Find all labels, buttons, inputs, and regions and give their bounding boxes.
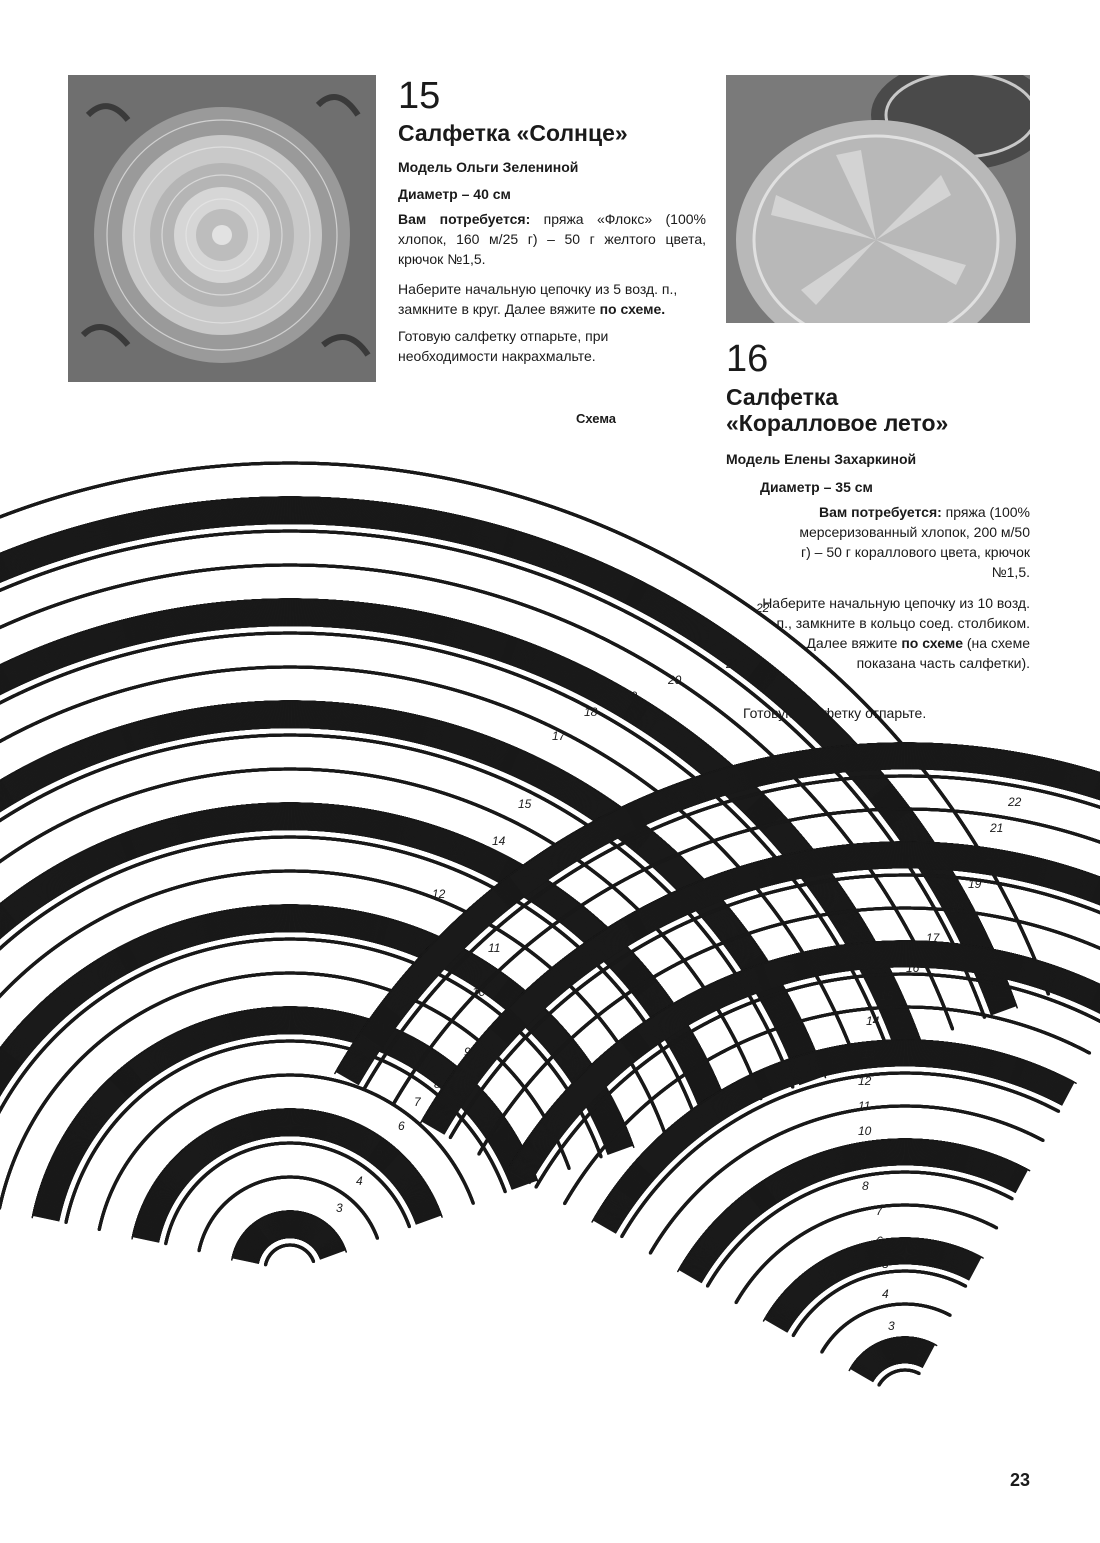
row-number: 2 bbox=[887, 1351, 895, 1365]
row-number: 9 bbox=[860, 1149, 867, 1163]
row-number: 11 bbox=[858, 1099, 870, 1113]
chart15-row bbox=[232, 1211, 347, 1263]
row-number: 14 bbox=[492, 834, 506, 848]
row-number: 5 bbox=[882, 1257, 889, 1271]
row-number: 3 bbox=[336, 1201, 343, 1215]
row-number: 22 bbox=[755, 601, 770, 615]
row-number: 8 bbox=[434, 1077, 441, 1091]
row-number: 12 bbox=[858, 1074, 872, 1088]
row-number: 6 bbox=[876, 1234, 883, 1248]
row-number: 3 bbox=[888, 1319, 895, 1333]
row-number: 16 bbox=[906, 961, 920, 975]
row-number: 20 bbox=[985, 849, 1000, 863]
row-number: 16 bbox=[534, 759, 548, 773]
row-number: 18 bbox=[584, 705, 598, 719]
row-number: 14 bbox=[866, 1014, 880, 1028]
row-number: 15 bbox=[518, 797, 532, 811]
row-number: 5 bbox=[376, 1144, 383, 1158]
row-number: 15 bbox=[880, 989, 894, 1003]
row-number: 17 bbox=[926, 931, 941, 945]
row-number: 19 bbox=[624, 689, 638, 703]
row-number: 8 bbox=[862, 1179, 869, 1193]
chart16-row bbox=[763, 1238, 983, 1332]
chart15-row bbox=[264, 1243, 315, 1266]
row-number: 6 bbox=[398, 1119, 405, 1133]
chart16-row bbox=[877, 1368, 920, 1386]
row-number: 7 bbox=[414, 1095, 422, 1109]
row-number: 22 bbox=[1007, 795, 1022, 809]
row-number: 13 bbox=[862, 1047, 876, 1061]
row-number: 4 bbox=[356, 1174, 363, 1188]
row-number: 11 bbox=[488, 941, 500, 955]
row-number: 23 bbox=[1011, 767, 1026, 781]
row-number: 18 bbox=[950, 901, 964, 915]
row-number: 13 bbox=[452, 845, 466, 859]
row-number: 12 bbox=[432, 887, 446, 901]
row-number: 21 bbox=[989, 821, 1003, 835]
row-number: 10 bbox=[858, 1124, 872, 1138]
row-number: 21 bbox=[725, 657, 739, 671]
row-number: 20 bbox=[667, 673, 682, 687]
page-number: 23 bbox=[1010, 1470, 1030, 1491]
row-number: 17 bbox=[552, 729, 567, 743]
row-number: 19 bbox=[968, 877, 982, 891]
chart16-row bbox=[592, 1040, 1077, 1233]
row-number: 4 bbox=[882, 1287, 889, 1301]
